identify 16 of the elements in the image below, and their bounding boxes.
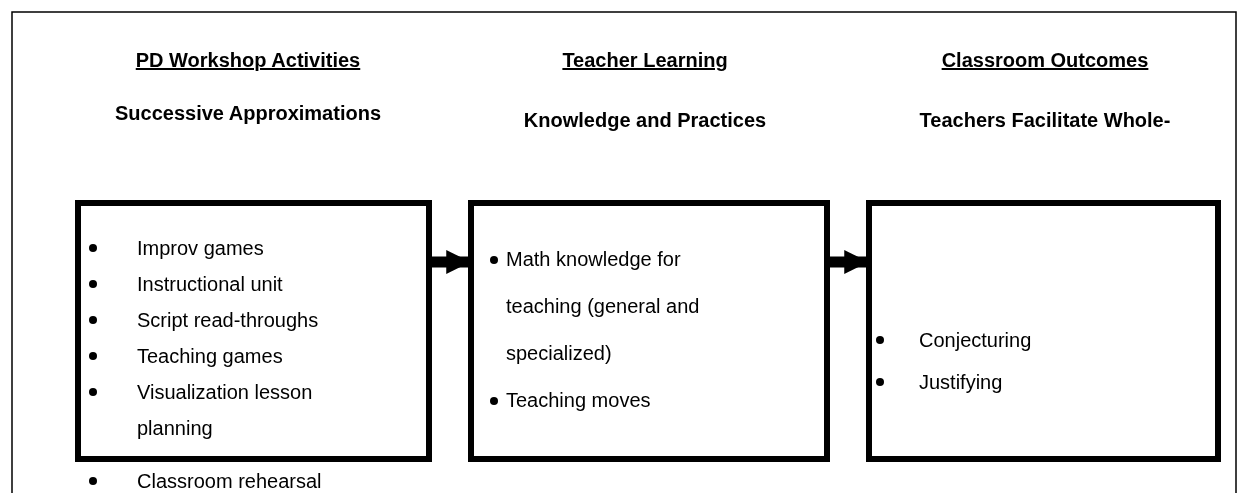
list-item: Visualization lesson planning	[137, 380, 314, 441]
list-item: Teaching moves	[506, 388, 652, 413]
list-item: Justifying	[919, 370, 1004, 395]
list-item: Classroom rehearsal	[137, 470, 323, 492]
list-item: Teaching games	[137, 344, 284, 369]
list-item: Improv games	[137, 236, 265, 261]
column-subheading: Knowledge and Practices	[523, 108, 767, 132]
list-item: Conjecturing	[919, 328, 1033, 353]
column-subheading: Successive Approximations	[115, 101, 381, 125]
list-item: Script read-throughs	[137, 308, 320, 333]
column-heading: PD Workshop Activities	[135, 48, 361, 72]
list-item: Instructional unit	[137, 272, 284, 297]
list-item: Math knowledge for teaching (general and specialized)	[506, 247, 701, 366]
column-heading: Teacher Learning	[562, 48, 728, 72]
column-heading: Classroom Outcomes	[941, 48, 1149, 72]
column-subheading: Teachers Facilitate Whole-	[919, 108, 1171, 132]
